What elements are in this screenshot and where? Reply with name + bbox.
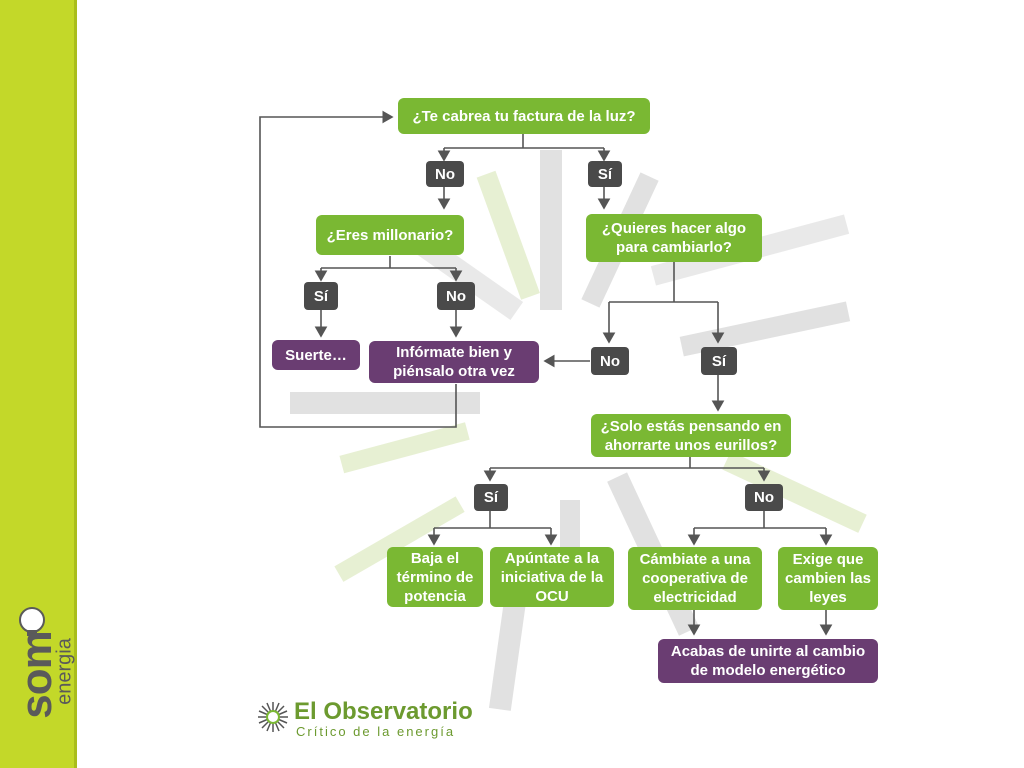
question-millonario: ¿Eres millonario? bbox=[316, 215, 464, 255]
result-baja-potencia: Baja el término de potencia bbox=[387, 547, 483, 607]
som-energia-logo: som energia bbox=[0, 590, 76, 760]
answer-si-ahorro: Sí bbox=[474, 484, 508, 511]
result-apuntate-ocu: Apúntate a la iniciativa de la OCU bbox=[490, 547, 614, 607]
result-exige-leyes: Exige que cambien las leyes bbox=[778, 547, 878, 610]
answer-si-cambiarlo: Sí bbox=[701, 347, 737, 375]
answer-no-cambiarlo: No bbox=[591, 347, 629, 375]
result-cambiate-cooperativa: Cámbiate a una cooperativa de electricid… bbox=[628, 547, 762, 610]
lightbulb-icon bbox=[19, 607, 45, 636]
answer-no-ahorro: No bbox=[745, 484, 783, 511]
observatorio-logo: El Observatorio Crítico de la energía bbox=[256, 694, 516, 744]
result-informate: Infórmate bien y piénsalo otra vez bbox=[369, 341, 539, 383]
answer-no-factura: No bbox=[426, 161, 464, 187]
result-acabas-unirte: Acabas de unirte al cambio de modelo ene… bbox=[658, 639, 878, 683]
answer-si-millonario: Sí bbox=[304, 282, 338, 310]
brand-subtitle: Crítico de la energía bbox=[296, 724, 456, 739]
sidebar-edge bbox=[74, 0, 77, 768]
sidebar bbox=[0, 0, 74, 768]
answer-no-millonario: No bbox=[437, 282, 475, 310]
result-suerte: Suerte… bbox=[272, 340, 360, 370]
answer-si-factura: Sí bbox=[588, 161, 622, 187]
question-cambiarlo: ¿Quieres hacer algo para cambiarlo? bbox=[586, 214, 762, 262]
question-factura: ¿Te cabrea tu factura de la luz? bbox=[398, 98, 650, 134]
sunburst-icon bbox=[258, 702, 288, 732]
question-ahorro: ¿Solo estás pensando en ahorrarte unos e… bbox=[591, 414, 791, 457]
brand-title: El Observatorio bbox=[294, 698, 473, 725]
